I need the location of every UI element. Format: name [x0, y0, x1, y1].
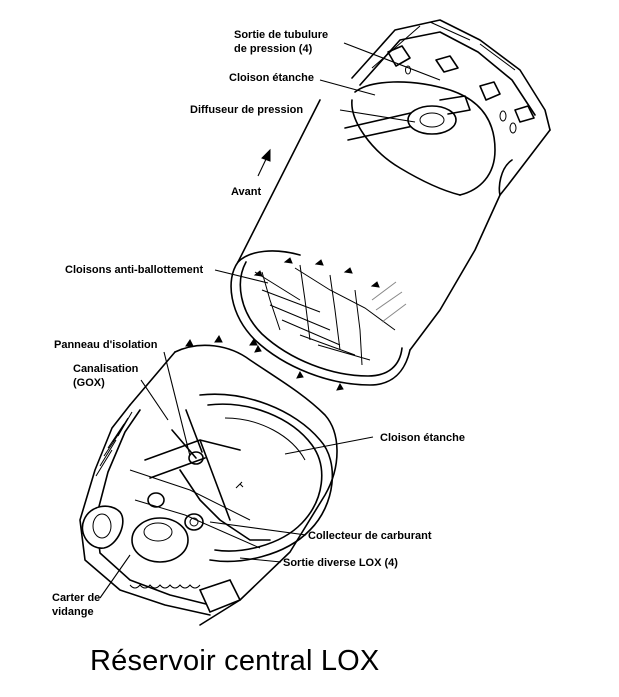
label-cloison-etanche-top: Cloison étanche	[229, 72, 314, 84]
upper-tank-section	[230, 19, 551, 391]
label-sortie-tubulure: Sortie de tubulure de pression (4)	[234, 29, 329, 55]
label-panneau-isolation: Panneau d'isolation	[54, 339, 158, 351]
leader-lines	[99, 42, 441, 599]
label-canalisation: Canalisation (GOX)	[73, 363, 139, 389]
label-cloisons-anti-ballottement: Cloisons anti-ballottement	[65, 264, 204, 276]
arrow-up-icon	[257, 148, 271, 177]
label-diffuseur: Diffuseur de pression	[190, 104, 304, 116]
label-carter-vidange: Carter de vidange	[52, 592, 101, 618]
lower-tank-section	[79, 335, 338, 626]
label-collecteur-carburant: Collecteur de carburant	[308, 530, 432, 542]
diagram-title: Réservoir central LOX	[90, 645, 380, 677]
label-sortie-diverse: Sortie diverse LOX (4)	[283, 557, 398, 569]
label-avant: Avant	[231, 186, 262, 198]
label-cloison-etanche-bottom: Cloison étanche	[380, 432, 465, 444]
